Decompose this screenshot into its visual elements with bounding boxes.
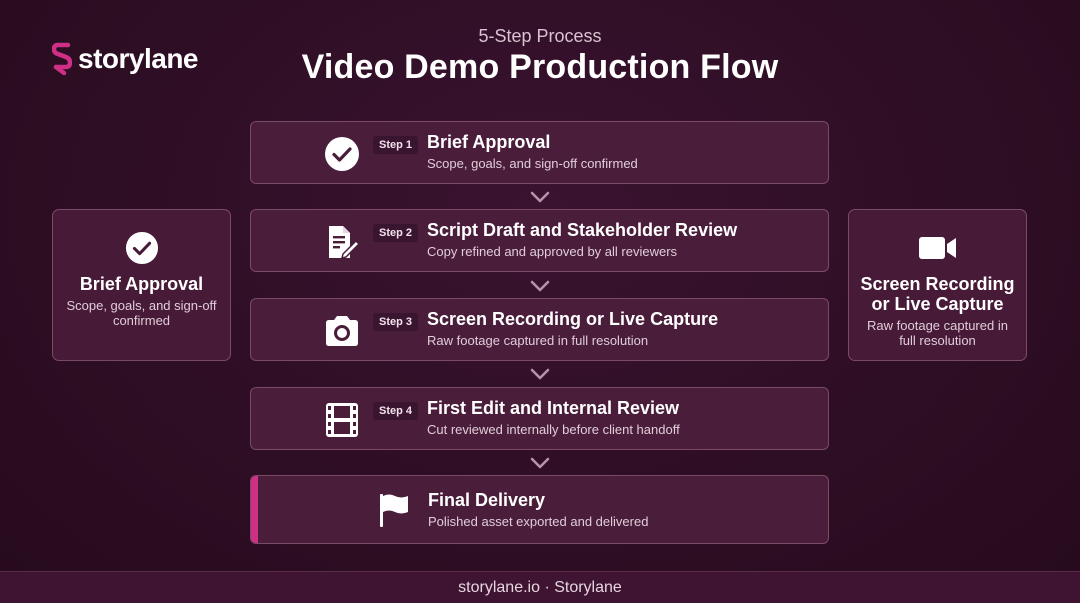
step-card-final: Final Delivery Polished asset exported a…: [250, 475, 829, 544]
step-title: Brief Approval: [427, 132, 551, 152]
flag-icon: [375, 491, 413, 529]
step-badge: Step 4: [373, 402, 419, 420]
side-card-right: Screen Recording or Live Capture Raw foo…: [848, 209, 1027, 361]
step-description: Copy refined and approved by all reviewe…: [427, 244, 678, 259]
document-edit-icon: [323, 223, 361, 261]
step-title: First Edit and Internal Review: [427, 398, 680, 418]
step-description: Cut reviewed internally before client ha…: [427, 422, 680, 437]
step-card-2: Step 2 Script Draft and Stakeholder Revi…: [250, 209, 829, 272]
step-card-3: Step 3 Screen Recording or Live Capture …: [250, 298, 829, 361]
step-title: Script Draft and Stakeholder Review: [427, 220, 738, 240]
page-title: Video Demo Production Flow: [301, 48, 779, 86]
step-description: Raw footage captured in full resolution: [427, 333, 649, 348]
brand-name: storylane: [78, 43, 199, 74]
step-card-4: Step 4 First Edit and Internal Review Cu…: [250, 387, 829, 450]
video-camera-icon: [918, 230, 958, 266]
accent-bar: [251, 476, 258, 543]
check-circle-icon: [122, 230, 162, 266]
step-description: Polished asset exported and delivered: [428, 514, 649, 529]
side-card-title: Screen Recording or Live Capture: [860, 274, 1015, 314]
step-card-1: Step 1 Brief Approval Scope, goals, and …: [250, 121, 829, 184]
step-title: Final Delivery: [428, 490, 546, 510]
side-card-description: Raw footage captured in full resolution: [867, 318, 1008, 348]
side-card-title: Brief Approval: [79, 274, 204, 294]
side-card-description: Scope, goals, and sign-off confirmed: [66, 298, 217, 328]
step-badge: Step 2: [373, 224, 419, 242]
chevron-down-icon: [530, 280, 550, 292]
storylane-logo-icon: [52, 42, 72, 76]
brand-logo: storylane: [52, 42, 199, 76]
check-circle-icon: [323, 135, 361, 173]
side-card-left: Brief Approval Scope, goals, and sign-of…: [52, 209, 231, 361]
step-badge: Step 1: [373, 136, 419, 154]
chevron-down-icon: [530, 191, 550, 203]
film-strip-icon: [323, 401, 361, 439]
footer: storylane.io · Storylane: [0, 571, 1080, 603]
step-title: Screen Recording or Live Capture: [427, 309, 719, 329]
process-subtitle: 5-Step Process: [478, 26, 602, 46]
camera-icon: [323, 312, 361, 350]
chevron-down-icon: [530, 368, 550, 380]
step-description: Scope, goals, and sign-off confirmed: [427, 156, 638, 171]
chevron-down-icon: [530, 457, 550, 469]
step-badge: Step 3: [373, 313, 419, 331]
